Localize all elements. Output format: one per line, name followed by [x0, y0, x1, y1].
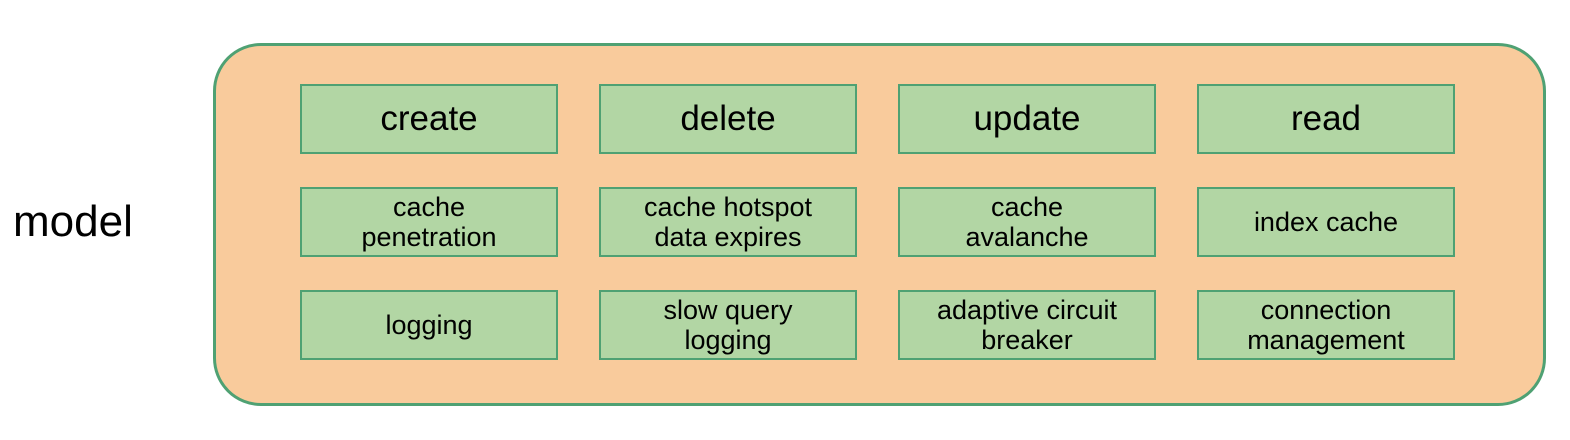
box-logging: logging	[300, 290, 558, 360]
box-cache-hotspot-data-expires: cache hotspot data expires	[599, 187, 857, 257]
column-create: create cache penetration logging	[300, 84, 558, 403]
model-container: create cache penetration logging delete …	[213, 43, 1546, 406]
box-index-cache: index cache	[1197, 187, 1455, 257]
box-cache-penetration: cache penetration	[300, 187, 558, 257]
box-delete: delete	[599, 84, 857, 154]
box-create: create	[300, 84, 558, 154]
box-slow-query-logging: slow query logging	[599, 290, 857, 360]
box-connection-management: connection management	[1197, 290, 1455, 360]
box-update: update	[898, 84, 1156, 154]
box-read: read	[1197, 84, 1455, 154]
model-label: model	[13, 197, 133, 246]
box-adaptive-circuit-breaker: adaptive circuit breaker	[898, 290, 1156, 360]
column-delete: delete cache hotspot data expires slow q…	[599, 84, 857, 403]
column-read: read index cache connection management	[1197, 84, 1455, 403]
box-cache-avalanche: cache avalanche	[898, 187, 1156, 257]
column-update: update cache avalanche adaptive circuit …	[898, 84, 1156, 403]
